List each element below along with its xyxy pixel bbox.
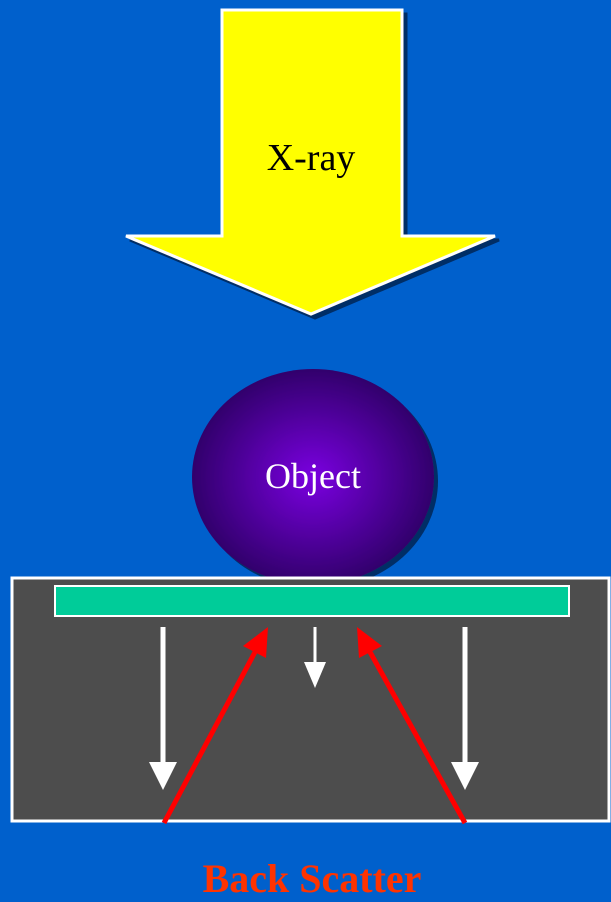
object-label: Object	[265, 456, 361, 496]
object-ellipse	[192, 369, 434, 585]
transmitted-arrow-center-head	[304, 662, 326, 688]
detector-strip	[54, 585, 570, 617]
backscatter-arrows	[161, 627, 468, 825]
xray-arrow	[125, 8, 496, 316]
backscatter-caption: Back Scatter	[203, 856, 422, 901]
xray-label: X-ray	[267, 137, 356, 179]
backscatter-arrow-left	[161, 650, 258, 825]
backscatter-arrow-right	[367, 650, 468, 825]
transmitted-arrow-right-head	[451, 762, 479, 790]
transmitted-arrow-left-head	[149, 762, 177, 790]
backscatter-arrow-left-head	[243, 627, 268, 658]
transmitted-arrows	[149, 627, 479, 790]
detector-box	[10, 576, 611, 823]
backscatter-arrow-right-head	[357, 627, 382, 658]
